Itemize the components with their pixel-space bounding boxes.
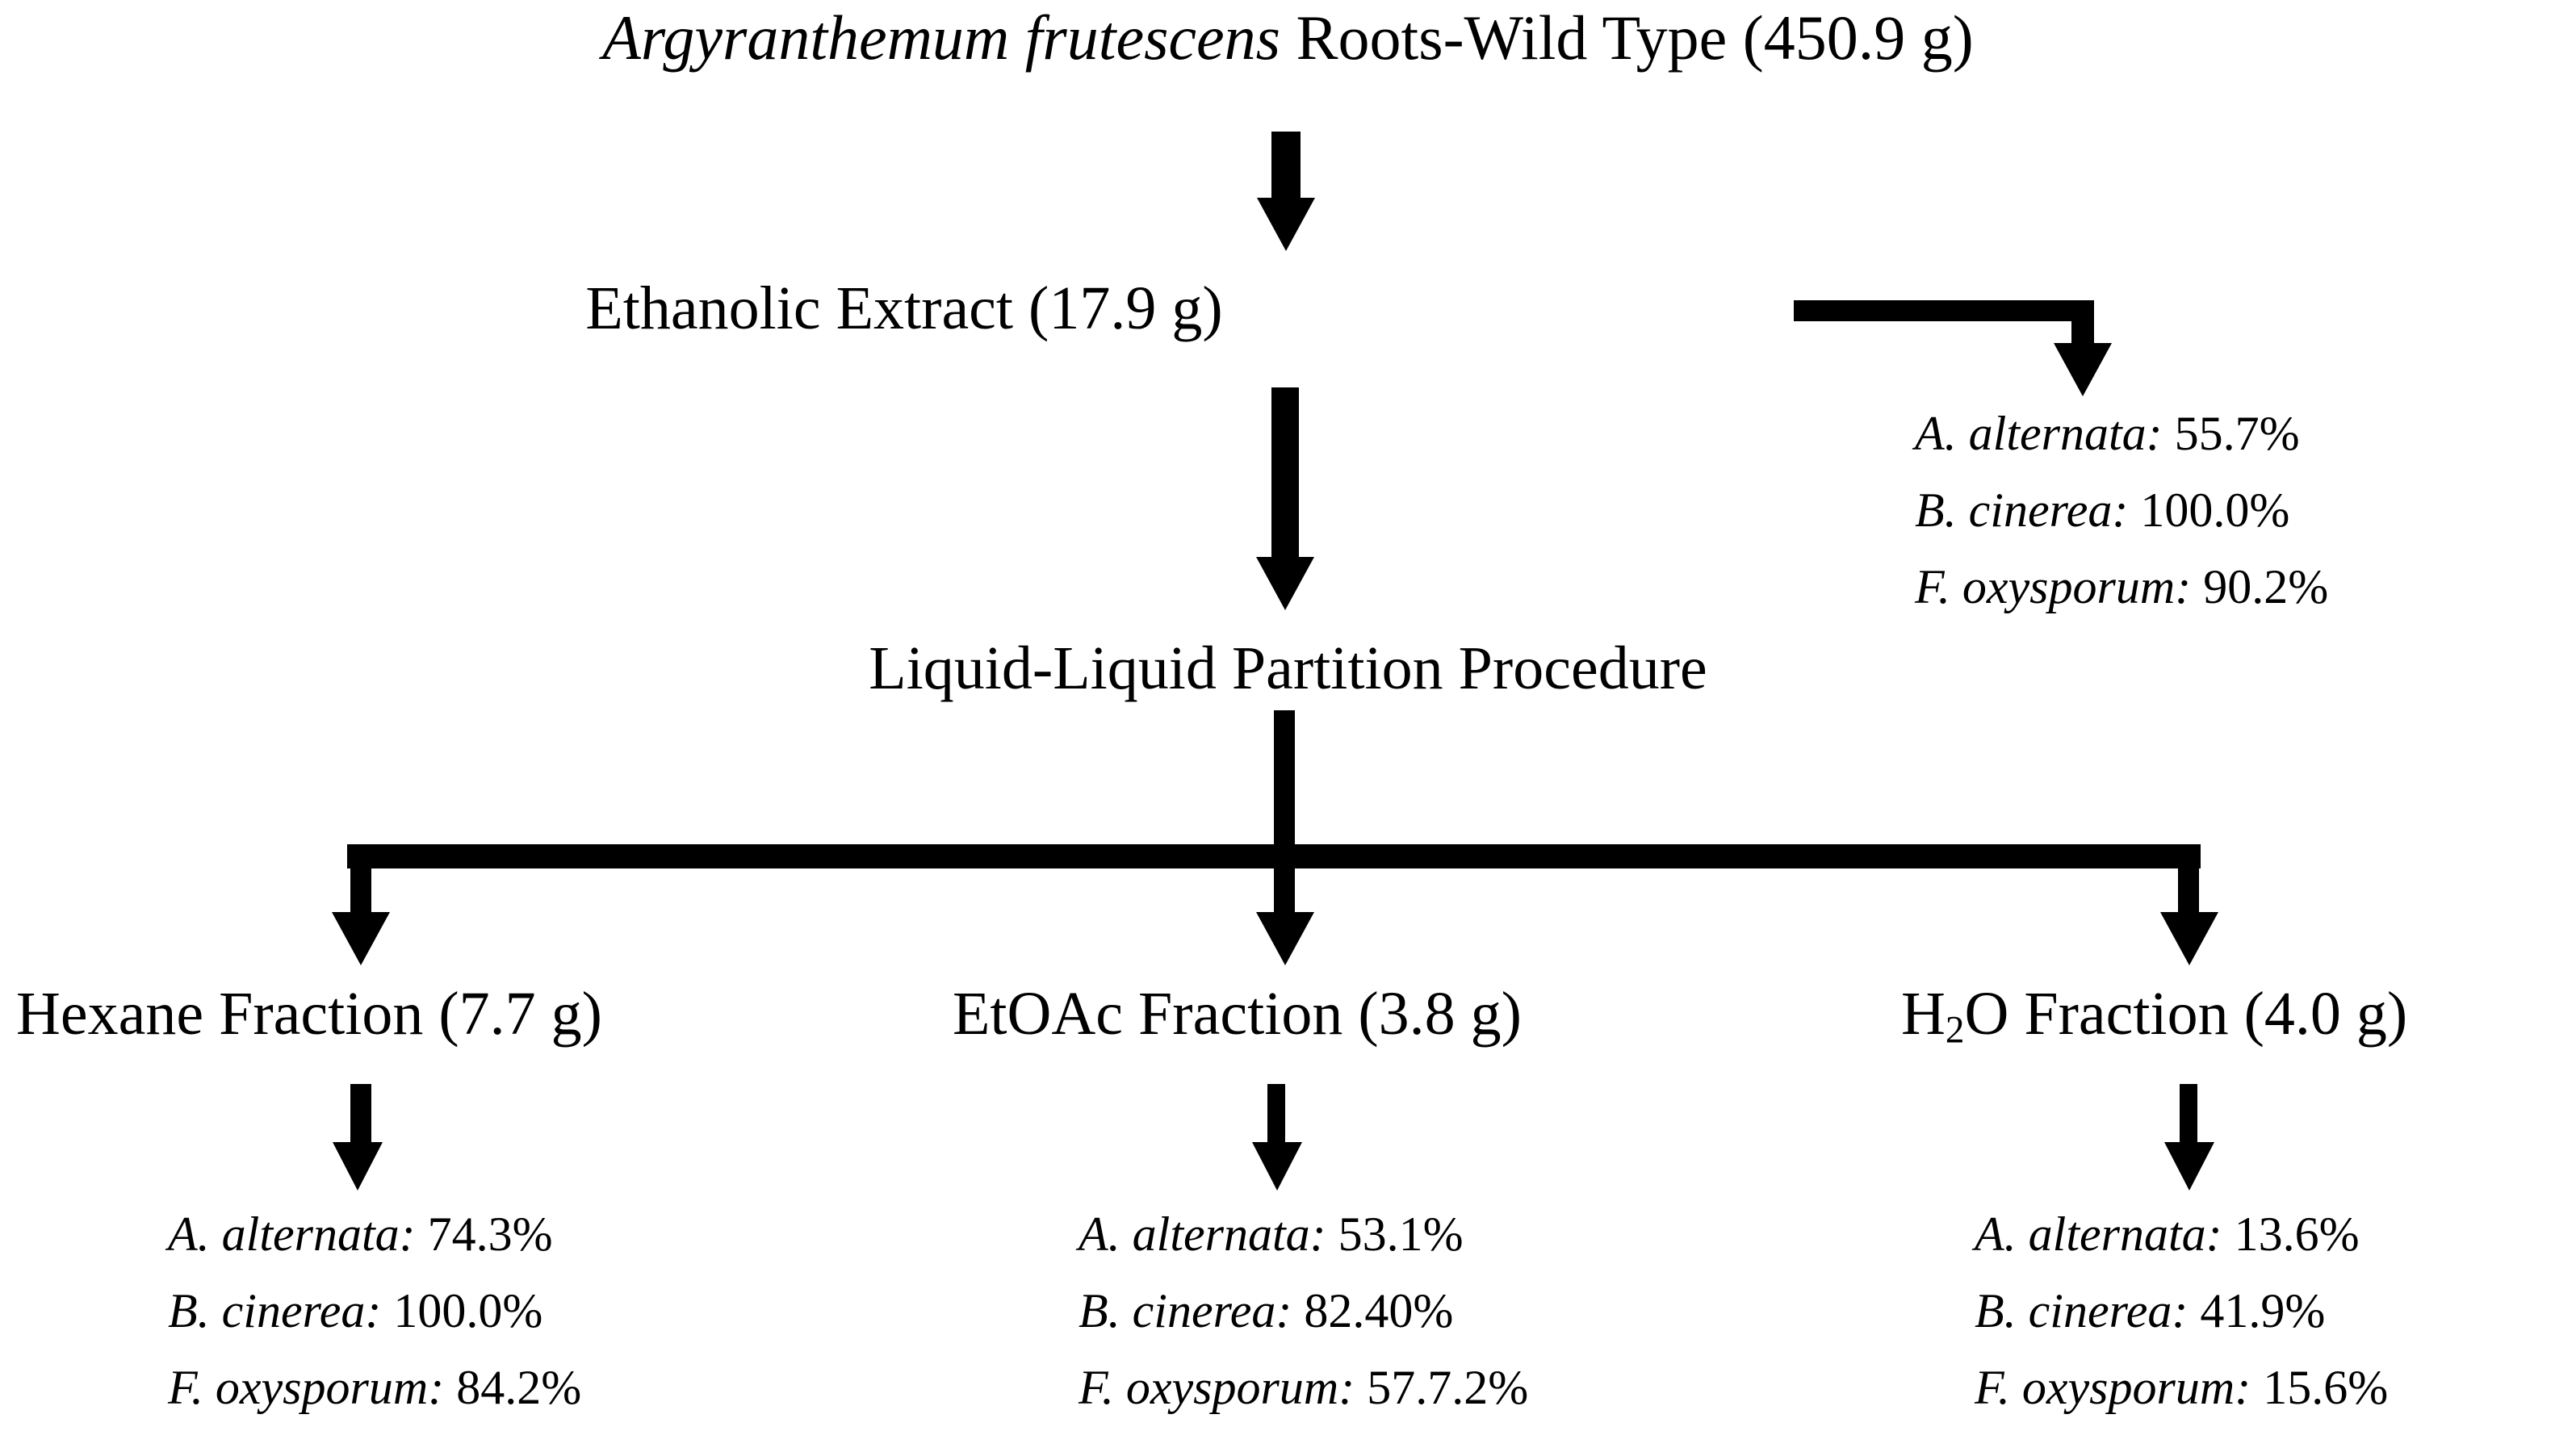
arrow-to-etoac-head-icon xyxy=(1256,912,1314,965)
node-etoac-fraction: EtOAc Fraction (3.8 g) xyxy=(953,980,1522,1048)
activity-row-cinerea: B. cinerea: 41.9% xyxy=(1975,1273,2388,1350)
value-cinerea: 100.0% xyxy=(393,1284,543,1337)
water-formula-subscript: 2 xyxy=(1945,1009,1965,1052)
arrow-etoac-to-activity-head-icon xyxy=(1252,1142,1302,1191)
arrow-extract-to-partition-stem xyxy=(1271,387,1299,565)
activity-row-alternata: A. alternata: 74.3% xyxy=(168,1196,581,1273)
arrow-extract-to-activity-head-icon xyxy=(2054,343,2112,396)
species-label-alternata: A. alternata: xyxy=(168,1207,416,1261)
activity-row-oxysporum: F. oxysporum: 15.6% xyxy=(1975,1350,2388,1426)
value-cinerea: 41.9% xyxy=(2200,1284,2326,1337)
activity-row-cinerea: B. cinerea: 82.40% xyxy=(1079,1273,1528,1350)
water-formula-rest: O Fraction (4.0 g) xyxy=(1964,980,2408,1048)
species-label-oxysporum: F. oxysporum: xyxy=(1079,1361,1355,1414)
activity-row-alternata: A. alternata: 53.1% xyxy=(1079,1196,1528,1273)
value-oxysporum: 15.6% xyxy=(2263,1361,2389,1414)
species-label-oxysporum: F. oxysporum: xyxy=(168,1361,445,1414)
activity-row-oxysporum: F. oxysporum: 84.2% xyxy=(168,1350,581,1426)
species-label-cinerea: B. cinerea: xyxy=(168,1284,382,1337)
activity-row-alternata: A. alternata: 55.7% xyxy=(1915,395,2328,472)
value-oxysporum: 57.7.2% xyxy=(1367,1361,1529,1414)
species-label-cinerea: B. cinerea: xyxy=(1975,1284,2189,1337)
species-label-alternata: A. alternata: xyxy=(1975,1207,2222,1261)
species-label-cinerea: B. cinerea: xyxy=(1079,1284,1292,1337)
activity-row-oxysporum: F. oxysporum: 57.7.2% xyxy=(1079,1350,1528,1426)
species-label-alternata: A. alternata: xyxy=(1079,1207,1326,1261)
water-formula-prefix: H xyxy=(1901,980,1946,1048)
activity-block-extract: A. alternata: 55.7% B. cinerea: 100.0% F… xyxy=(1915,395,2328,626)
arrow-water-to-activity-stem xyxy=(2180,1084,2197,1157)
page-title: Argyranthemum frutescens Roots-Wild Type… xyxy=(0,6,2576,69)
activity-row-oxysporum: F. oxysporum: 90.2% xyxy=(1915,549,2328,626)
node-hexane-fraction: Hexane Fraction (7.7 g) xyxy=(16,980,602,1048)
activity-block-water: A. alternata: 13.6% B. cinerea: 41.9% F.… xyxy=(1975,1196,2388,1426)
node-water-fraction: H2O Fraction (4.0 g) xyxy=(1901,983,2407,1049)
value-cinerea: 100.0% xyxy=(2140,483,2290,537)
species-label-alternata: A. alternata: xyxy=(1915,407,2163,460)
arrow-extract-to-partition-head-icon xyxy=(1256,557,1314,610)
value-alternata: 13.6% xyxy=(2234,1207,2360,1261)
value-alternata: 55.7% xyxy=(2174,407,2300,460)
title-remainder: Roots-Wild Type (450.9 g) xyxy=(1280,2,1974,73)
value-oxysporum: 90.2% xyxy=(2203,560,2329,613)
activity-row-cinerea: B. cinerea: 100.0% xyxy=(1915,472,2328,549)
value-oxysporum: 84.2% xyxy=(456,1361,582,1414)
species-label-cinerea: B. cinerea: xyxy=(1915,483,2129,537)
species-label-oxysporum: F. oxysporum: xyxy=(1975,1361,2251,1414)
title-species-name: Argyranthemum frutescens xyxy=(602,2,1281,73)
arrow-to-water-head-icon xyxy=(2160,912,2218,965)
value-alternata: 74.3% xyxy=(427,1207,553,1261)
node-partition-procedure: Liquid-Liquid Partition Procedure xyxy=(869,634,1707,702)
arrow-title-to-extract-head-icon xyxy=(1257,198,1315,251)
value-alternata: 53.1% xyxy=(1338,1207,1464,1261)
species-label-oxysporum: F. oxysporum: xyxy=(1915,560,2192,613)
arrow-extract-to-activity-horizontal xyxy=(1794,300,2094,321)
arrow-hexane-to-activity-head-icon xyxy=(333,1142,383,1191)
value-cinerea: 82.40% xyxy=(1304,1284,1454,1337)
arrow-partition-trunk xyxy=(1274,710,1295,864)
arrow-to-hexane-head-icon xyxy=(332,912,390,965)
activity-block-hexane: A. alternata: 74.3% B. cinerea: 100.0% F… xyxy=(168,1196,581,1426)
node-ethanolic-extract: Ethanolic Extract (17.9 g) xyxy=(585,274,1223,342)
arrow-water-to-activity-head-icon xyxy=(2164,1142,2214,1191)
activity-row-alternata: A. alternata: 13.6% xyxy=(1975,1196,2388,1273)
activity-block-etoac: A. alternata: 53.1% B. cinerea: 82.40% F… xyxy=(1079,1196,1528,1426)
activity-row-cinerea: B. cinerea: 100.0% xyxy=(168,1273,581,1350)
arrow-etoac-to-activity-stem xyxy=(1267,1084,1285,1157)
